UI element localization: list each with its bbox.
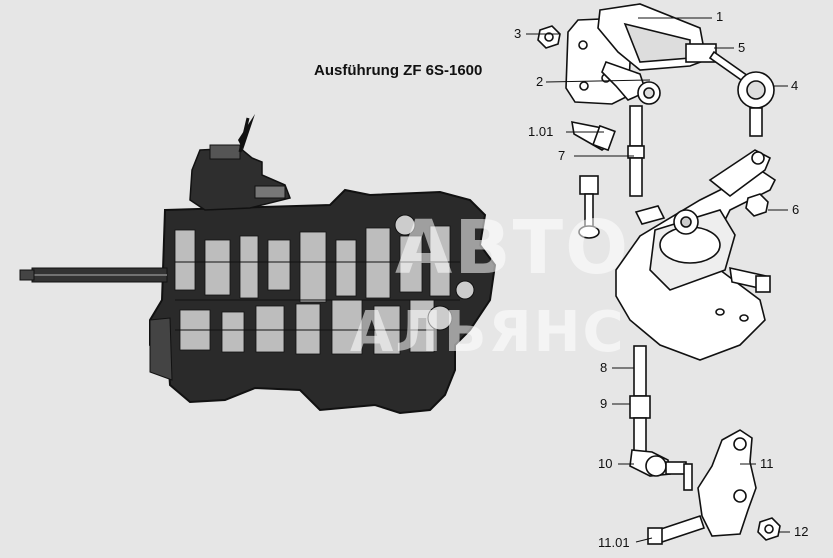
callout-5: 5 xyxy=(738,40,746,55)
callout-9: 9 xyxy=(600,396,608,411)
callout-leaders xyxy=(526,17,790,543)
watermark-line-2: АЛЬЯНС xyxy=(350,300,626,365)
callout-8: 8 xyxy=(600,360,608,375)
callout-1: 1 xyxy=(716,9,724,24)
callout-10: 10 xyxy=(598,456,613,471)
lower-linkage-assembly xyxy=(629,345,781,545)
callout-12: 12 xyxy=(794,524,809,539)
callout-6: 6 xyxy=(792,202,800,217)
diagram-title: Ausführung ZF 6S-1600 xyxy=(314,62,483,79)
callout-11: 11 xyxy=(760,456,774,471)
gearbox-cutaway xyxy=(19,114,497,415)
bracket-casting xyxy=(578,149,777,361)
watermark-line-1: АВТО xyxy=(395,205,631,291)
callout-1-01: 1.01 xyxy=(528,124,554,139)
callout-11-01: 11.01 xyxy=(598,535,630,550)
callout-2: 2 xyxy=(536,74,544,89)
shift-bracket-assembly xyxy=(537,3,775,197)
callout-3: 3 xyxy=(514,26,522,41)
callout-4: 4 xyxy=(791,78,799,93)
callout-7: 7 xyxy=(558,148,566,163)
